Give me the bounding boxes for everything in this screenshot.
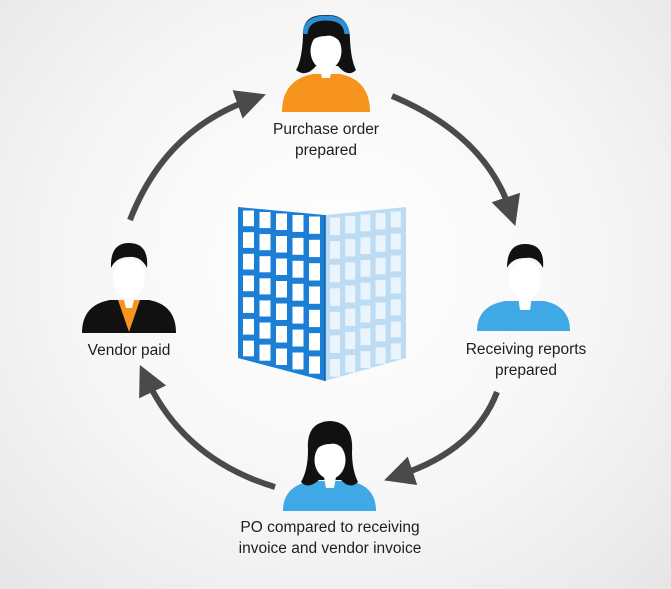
building-window: [375, 347, 386, 364]
building-window: [345, 285, 356, 303]
building-window: [309, 239, 320, 258]
po-compared-line-2: invoice and vendor invoice: [238, 540, 422, 557]
building-window: [375, 213, 386, 230]
purchase-order-line-2: prepared: [294, 142, 358, 159]
arrow-top-right: [390, 93, 521, 226]
building-window: [292, 329, 304, 347]
building-window: [390, 211, 401, 228]
building-window: [309, 263, 320, 281]
building-window: [390, 255, 401, 272]
building-window: [259, 344, 271, 361]
vendor-paid-line-1: Vendor paid: [87, 342, 171, 359]
building-window: [345, 216, 356, 234]
building-window: [243, 253, 254, 270]
building-window: [330, 359, 340, 377]
man-blue-icon: [477, 244, 570, 331]
building-window: [276, 281, 287, 298]
building-window: [276, 213, 287, 230]
receiving-reports-line-1: Receiving reports: [465, 341, 587, 358]
building-window: [292, 306, 304, 324]
arrow-bottom-left: [139, 364, 276, 490]
cycle-arrows: [127, 90, 521, 490]
building-window: [276, 236, 287, 253]
building-window: [360, 328, 371, 346]
building-window: [360, 260, 371, 277]
building-window: [292, 352, 304, 370]
building-window: [259, 278, 271, 295]
building-window: [330, 217, 340, 236]
office-building-icon: [238, 207, 406, 381]
building-window: [360, 214, 371, 232]
building-window: [243, 232, 254, 248]
woman-blue-icon: [283, 421, 376, 511]
building-window: [345, 262, 356, 280]
po-compared-label: PO compared to receiving invoice and ven…: [200, 517, 460, 559]
building-window: [345, 355, 356, 373]
building-window: [309, 286, 320, 304]
arrow-top-left: [127, 90, 266, 222]
building-window: [259, 212, 271, 229]
building-window: [276, 258, 287, 275]
building-window: [276, 326, 287, 343]
building-window: [390, 277, 401, 294]
purchase-order-line-1: Purchase order: [273, 121, 379, 138]
building-window: [390, 299, 401, 316]
building-window: [259, 234, 271, 251]
po-compared-line-1: PO compared to receiving: [240, 519, 420, 536]
building-window: [309, 216, 320, 234]
building-window: [259, 256, 271, 273]
building-window: [360, 237, 371, 255]
building-window: [375, 257, 386, 275]
building-window: [276, 348, 287, 365]
building-window: [309, 333, 320, 351]
building-window: [360, 351, 371, 368]
building-window: [390, 321, 401, 338]
building-window: [330, 241, 340, 259]
building-window: [375, 235, 386, 252]
building-window: [345, 308, 356, 326]
building-window: [243, 318, 254, 335]
building-window: [345, 239, 356, 257]
building-window: [292, 260, 304, 278]
receiving-reports-label: Receiving reports prepared: [436, 339, 616, 381]
building-window: [330, 264, 340, 283]
building-window: [292, 237, 304, 255]
vendor-paid-label: Vendor paid: [64, 340, 194, 361]
building-window: [259, 300, 271, 317]
building-window: [375, 324, 386, 342]
receiving-reports-line-2: prepared: [494, 362, 558, 379]
purchase-order-label: Purchase order prepared: [236, 119, 416, 161]
building-window: [243, 275, 254, 292]
building-window: [330, 288, 340, 306]
building-window: [390, 233, 401, 250]
building-window: [345, 331, 356, 350]
building-window: [292, 283, 304, 301]
building-window: [243, 297, 254, 313]
building-window: [309, 309, 320, 328]
man-suit-icon: [82, 243, 176, 333]
building-window: [330, 335, 340, 353]
woman-headset-orange-icon: [282, 14, 370, 112]
building-window: [309, 356, 320, 374]
building-window: [360, 305, 371, 323]
building-window: [390, 343, 401, 360]
building-window: [375, 280, 386, 297]
building-window: [330, 311, 340, 330]
building-window: [276, 303, 287, 320]
building-window: [243, 210, 254, 227]
building-window: [292, 215, 304, 232]
building-window: [375, 302, 386, 319]
arrow-bottom-right: [384, 390, 500, 486]
building-window: [360, 282, 371, 300]
building-window: [259, 322, 271, 339]
building-window: [243, 340, 254, 357]
